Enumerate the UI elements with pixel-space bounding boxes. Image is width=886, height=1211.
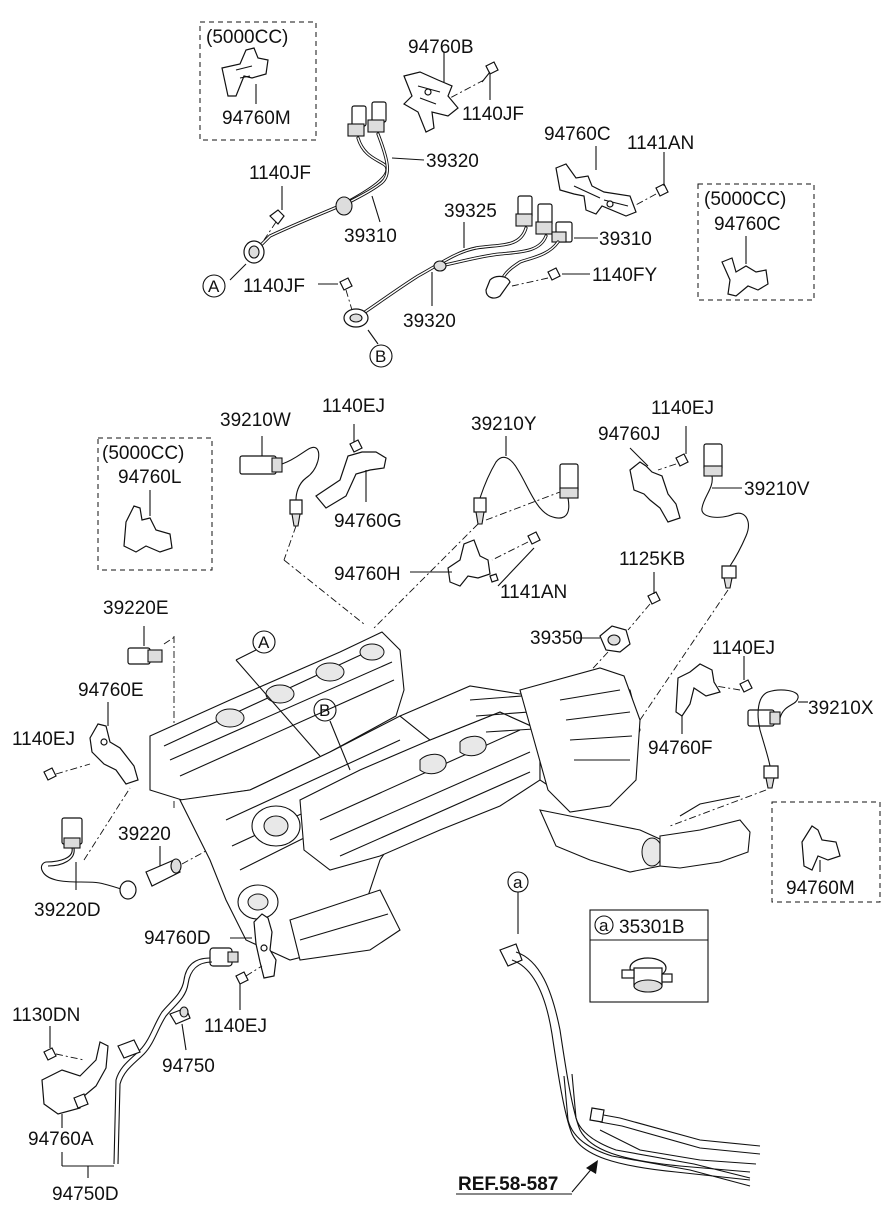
label-1140ej-c: 1140EJ [12, 729, 75, 750]
fuel-lines [499, 943, 761, 1187]
bracket-94760d [230, 913, 277, 1010]
note-5000cc-mid: (5000CC) [102, 443, 184, 464]
label-94760e: 94760E [78, 680, 144, 701]
bracket-94760j [629, 426, 689, 523]
ref-58-587: REF.58-587 [456, 1160, 598, 1195]
label-39220: 39220 [118, 824, 171, 845]
label-94760g: 94760G [334, 511, 402, 532]
legend-35301b: a 35301B [589, 909, 709, 1003]
label-39310-a: 39310 [344, 226, 397, 247]
label-39310-b: 39310 [599, 229, 652, 250]
label-ref: REF.58-587 [458, 1174, 558, 1195]
label-1140fy: 1140FY [592, 265, 657, 286]
bracket-94760e [89, 702, 139, 785]
label-35301b: 35301B [619, 917, 685, 938]
sensor-39210v [701, 443, 749, 589]
svg-text:B: B [319, 701, 330, 720]
bracket-94760a [41, 1026, 109, 1128]
callout-a-engine: A [235, 630, 321, 757]
svg-text:A: A [208, 277, 220, 296]
callout-b-top: B [369, 344, 393, 368]
label-39350: 39350 [530, 628, 583, 649]
label-39210w: 39210W [220, 410, 291, 431]
svg-text:a: a [599, 916, 609, 935]
box-5000cc-94760c: (5000CC) 94760C [697, 183, 815, 301]
label-94760c-box: 94760C [714, 214, 781, 235]
note-5000cc-right: (5000CC) [704, 189, 786, 210]
label-39210y: 39210Y [471, 414, 537, 435]
label-1140jf-a: 1140JF [462, 104, 524, 125]
label-1141an-b: 1141AN [500, 582, 567, 603]
label-39320-b: 39320 [403, 311, 456, 332]
box-5000cc-94760l: (5000CC) 94760L [97, 437, 213, 571]
label-1125kb: 1125KB [619, 549, 685, 570]
bracket-94760c [555, 146, 669, 217]
label-94760f: 94760F [648, 738, 712, 759]
label-39210v: 39210V [744, 479, 810, 500]
sensor-39210x [747, 689, 808, 789]
box-94760m-bottom: 94760M [771, 801, 881, 903]
connector-39220e [127, 626, 177, 808]
note-5000cc: (5000CC) [206, 27, 288, 48]
sensor-39220 [145, 839, 227, 887]
label-1140jf-c: 1140JF [243, 276, 305, 297]
label-94750: 94750 [162, 1056, 215, 1077]
label-94760m-bottom: 94760M [786, 878, 855, 899]
harness-39325 [318, 195, 598, 345]
label-94760d: 94760D [144, 928, 211, 949]
label-94760j: 94760J [598, 424, 660, 445]
label-1140ej-d: 1140EJ [712, 638, 775, 659]
sensor-39350 [576, 625, 631, 653]
bracket-94760g [315, 424, 387, 509]
harness-39320-upper [229, 101, 425, 281]
svg-text:a: a [513, 873, 523, 892]
callout-a-small: a [507, 871, 529, 934]
label-39210x: 39210X [808, 698, 874, 719]
label-94760h: 94760H [334, 564, 401, 585]
label-94750d: 94750D [52, 1184, 119, 1205]
bolt-1125kb [627, 572, 661, 631]
callout-a-top: A [202, 274, 226, 298]
engine-assembly [149, 631, 751, 961]
label-39320-a: 39320 [426, 151, 479, 172]
label-94760l: 94760L [118, 467, 181, 488]
label-1141an-a: 1141AN [627, 133, 694, 154]
harness-94750d [113, 947, 239, 1165]
callout-b-engine: B [313, 698, 351, 771]
sensor-39210w [239, 436, 320, 527]
svg-text:A: A [258, 633, 270, 652]
label-1140ej-b: 1140EJ [651, 398, 714, 419]
label-94760b: 94760B [408, 37, 474, 58]
label-94760c: 94760C [544, 124, 611, 145]
box-5000cc-94760m: (5000CC) 94760M [199, 21, 317, 141]
bracket-line-94750d [61, 1152, 114, 1178]
label-39220d: 39220D [34, 900, 101, 921]
harness-39220d [40, 787, 137, 900]
bracket-94760f [675, 656, 753, 734]
bracket-94760h [447, 531, 541, 587]
label-1130dn: 1130DN [12, 1005, 80, 1026]
label-94760m-top: 94760M [222, 108, 291, 129]
label-1140jf-b: 1140JF [249, 163, 311, 184]
label-39220e: 39220E [103, 598, 169, 619]
label-94760a: 94760A [28, 1129, 94, 1150]
label-39325: 39325 [444, 201, 497, 222]
bracket-94760b [403, 52, 499, 133]
label-1140ej-e: 1140EJ [204, 1016, 267, 1037]
label-1140ej-a: 1140EJ [322, 396, 385, 417]
bolt-1140ej-left [43, 763, 91, 781]
sensor-39210y [473, 436, 579, 525]
svg-text:B: B [375, 347, 386, 366]
